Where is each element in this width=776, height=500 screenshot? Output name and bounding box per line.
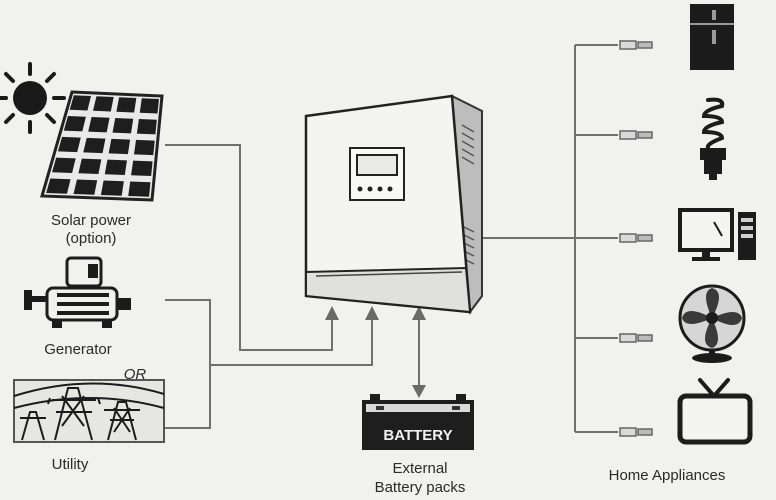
solar-cell	[104, 159, 127, 175]
solar-cell	[73, 179, 98, 195]
utility-label: Utility	[51, 456, 89, 473]
solar-cell	[69, 95, 92, 111]
solar-cell	[63, 116, 86, 132]
television-icon	[677, 378, 753, 445]
solar-cell	[139, 98, 159, 114]
sun-icon	[0, 62, 66, 134]
generator-label: Generator	[44, 341, 112, 358]
solar-cell	[46, 178, 71, 194]
solar-cell	[116, 97, 137, 113]
connection-lines	[165, 44, 618, 433]
solar-cell	[136, 119, 157, 135]
battery-packs-label: Battery packs	[374, 479, 466, 496]
solar-cell	[93, 96, 114, 112]
inverter-icon	[304, 94, 483, 315]
home-appliances-label: Home Appliances	[608, 467, 726, 484]
solar-cell	[112, 118, 134, 134]
light-bulb-icon	[700, 97, 726, 180]
solar-cell	[83, 137, 106, 154]
solar-panel-icon	[40, 90, 164, 202]
fan-icon	[678, 284, 746, 363]
battery-icon: BATTERY	[362, 394, 474, 450]
solar-cell	[57, 136, 81, 153]
solar-option-label: (option)	[65, 230, 117, 247]
solar-cell	[133, 139, 155, 156]
or-label: OR	[123, 366, 147, 383]
external-label: External	[392, 460, 448, 477]
power-tower-icon	[13, 379, 165, 443]
solar-cell	[52, 157, 76, 173]
battery-text: BATTERY	[383, 427, 452, 444]
solar-cell	[88, 117, 110, 133]
refrigerator-icon	[690, 4, 734, 70]
solar-cell	[100, 180, 124, 196]
plug-connectors	[619, 40, 653, 437]
solar-cell	[131, 160, 153, 176]
input-arrows	[325, 306, 426, 398]
solar-cell	[108, 138, 131, 155]
generator-icon	[24, 256, 131, 328]
computer-icon	[678, 208, 756, 261]
solar-cell	[78, 158, 102, 174]
solar-cell	[128, 181, 151, 197]
solar-power-label: Solar power	[50, 212, 132, 229]
